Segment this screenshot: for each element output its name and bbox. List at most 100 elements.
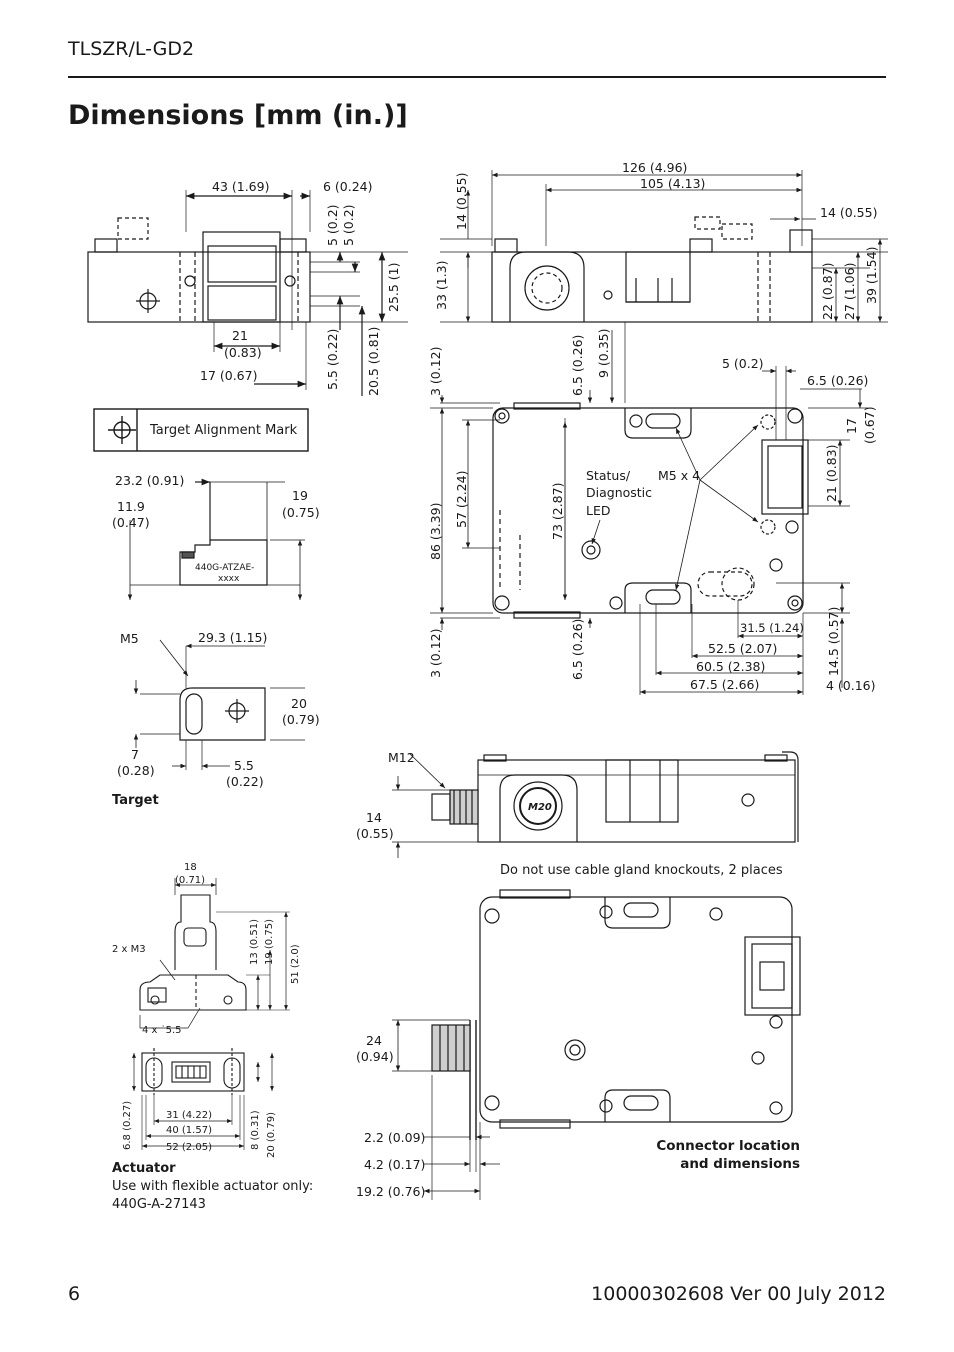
dim-side-6: 6 (0.24): [323, 179, 373, 194]
actuator-note-1: Use with flexible actuator only:: [112, 1179, 313, 1194]
dim-top-27: 27 (1.06): [842, 263, 857, 320]
target-alignment-mark-icon: [108, 416, 136, 444]
dim-face-6-5c: 6.5 (0.26): [570, 619, 585, 680]
dim-side-5b: 5 (0.2): [341, 204, 356, 246]
target-drawing: [127, 478, 305, 770]
dim-face-3b: 3 (0.12): [428, 628, 443, 678]
dim-top-39: 39 (1.54): [864, 247, 879, 304]
side-body: [87, 251, 311, 323]
dim-face-21: 21 (0.83): [824, 445, 839, 502]
actuator-drawing: [132, 878, 290, 1150]
actuator-caption: Actuator: [112, 1161, 176, 1176]
dim-target-7: 7: [131, 747, 139, 762]
act-m3: 2 x M3: [112, 944, 146, 955]
dim-act-51: 51 (2.0): [290, 944, 301, 984]
dim-conn-14: 14: [366, 810, 382, 825]
act-holes: 4 x ˙5.5: [142, 1025, 182, 1036]
dim-face-86: 86 (3.39): [428, 503, 443, 560]
legend-label: Target Alignment Mark: [149, 423, 298, 438]
dim-top-33: 33 (1.3): [434, 260, 449, 310]
dim-cface-24-in: (0.94): [356, 1049, 394, 1064]
dim-cface-4-2: 4.2 (0.17): [364, 1157, 425, 1172]
dim-face-17: 17: [844, 418, 859, 434]
dim-target-7-in: (0.28): [117, 763, 155, 778]
dim-side-17: 17 (0.67): [200, 368, 257, 383]
dim-target-19: 19: [292, 488, 308, 503]
status-label-3: LED: [586, 503, 611, 518]
dim-top-22: 22 (0.87): [820, 263, 835, 320]
dim-target-23-2: 23.2 (0.91): [115, 473, 184, 488]
connector-face-body: [479, 896, 793, 1123]
dim-act-13: 13 (0.51): [249, 919, 260, 965]
footer-page-number: 6: [68, 1283, 81, 1305]
dim-face-5: 5 (0.2): [722, 356, 764, 371]
actuator-note-2: 440G-A-27143: [112, 1197, 206, 1212]
dim-side-21: 21: [232, 328, 248, 343]
dim-act-40: 40 (1.57): [166, 1125, 212, 1136]
dim-target-5-5-in: (0.22): [226, 774, 264, 789]
header-rule: [68, 76, 886, 78]
dim-act-52: 52 (2.05): [166, 1142, 212, 1153]
side-view: [87, 190, 408, 396]
dim-act-31: 31 (4.22): [166, 1110, 212, 1121]
top-view: [440, 170, 888, 323]
dim-act-20: 20 (0.79): [266, 1112, 277, 1158]
dim-target-20: 20: [291, 696, 307, 711]
m20-gland-icon: [513, 781, 563, 831]
connector-face-view: [392, 889, 801, 1200]
dim-face-31-5: 31.5 (1.24): [740, 621, 804, 635]
dim-face-3a: 3 (0.12): [428, 346, 443, 396]
dim-top-14h: 14 (0.55): [820, 205, 877, 220]
dim-target-5-5: 5.5: [234, 758, 254, 773]
dim-target-19-in: (0.75): [282, 505, 320, 520]
dim-act-8: 8 (0.31): [250, 1110, 261, 1150]
dim-face-6-5a: 6.5 (0.26): [570, 335, 585, 396]
dim-side-25-5: 25.5 (1): [386, 262, 401, 312]
dim-act-18: 18: [184, 862, 197, 873]
legend-box: [93, 408, 309, 452]
dim-top-14v: 14 (0.55): [454, 173, 469, 230]
dim-act-19: 19 (0.75): [264, 919, 275, 965]
dim-side-20-5: 20.5 (0.81): [366, 327, 381, 396]
dim-cface-2-2: 2.2 (0.09): [364, 1130, 425, 1145]
dim-top-126: 126 (4.96): [622, 160, 687, 175]
target-caption: Target: [112, 793, 159, 808]
header-model: TLSZR/L-GD2: [68, 38, 195, 60]
dim-face-67-5: 67.5 (2.66): [690, 677, 759, 692]
dim-target-11-9-in: (0.47): [112, 515, 150, 530]
dim-side-43: 43 (1.69): [212, 179, 269, 194]
dim-act-6-8: 6.8 (0.27): [122, 1101, 133, 1150]
status-label-2: Diagnostic: [586, 485, 652, 500]
connector-side-view: [392, 751, 799, 858]
page-title: Dimensions [mm (in.)]: [68, 100, 408, 131]
gland-note: Do not use cable gland knockouts, 2 plac…: [500, 863, 783, 878]
dim-cface-24: 24: [366, 1033, 382, 1048]
dim-target-11-9: 11.9: [117, 499, 145, 514]
part-number-top: 440G-ATZAE-: [195, 563, 254, 573]
dim-conn-14-in: (0.55): [356, 826, 394, 841]
dim-face-60-5: 60.5 (2.38): [696, 659, 765, 674]
dim-face-14-5: 14.5 (0.57): [826, 607, 841, 676]
dim-face-17-in: (0.67): [862, 406, 877, 444]
dim-face-57: 57 (2.24): [454, 471, 469, 528]
connector-body: [477, 759, 796, 843]
target-m5: M5: [120, 631, 139, 646]
footer-doc-id: 10000302608 Ver 00 July 2012: [591, 1283, 886, 1305]
connector-caption-2: and dimensions: [680, 1156, 800, 1172]
status-led-icon: [581, 540, 601, 560]
target-mark-icon: [225, 699, 249, 723]
dim-side-21-in: (0.83): [224, 345, 262, 360]
dim-face-6-5b: 6.5 (0.26): [807, 373, 868, 388]
face-body: [492, 407, 804, 614]
dim-face-73: 73 (2.87): [550, 483, 565, 540]
m20-label: M20: [528, 802, 552, 813]
part-number-bottom: xxxx: [218, 574, 240, 584]
dim-face-4: 4 (0.16): [826, 678, 876, 693]
dim-cface-19-2: 19.2 (0.76): [356, 1184, 425, 1199]
connector-caption-1: Connector location: [656, 1138, 800, 1154]
alignment-mark-icon: [136, 289, 160, 313]
dim-target-29-3: 29.3 (1.15): [198, 630, 267, 645]
status-label-1: Status/: [586, 468, 631, 483]
face-view: [430, 322, 868, 695]
